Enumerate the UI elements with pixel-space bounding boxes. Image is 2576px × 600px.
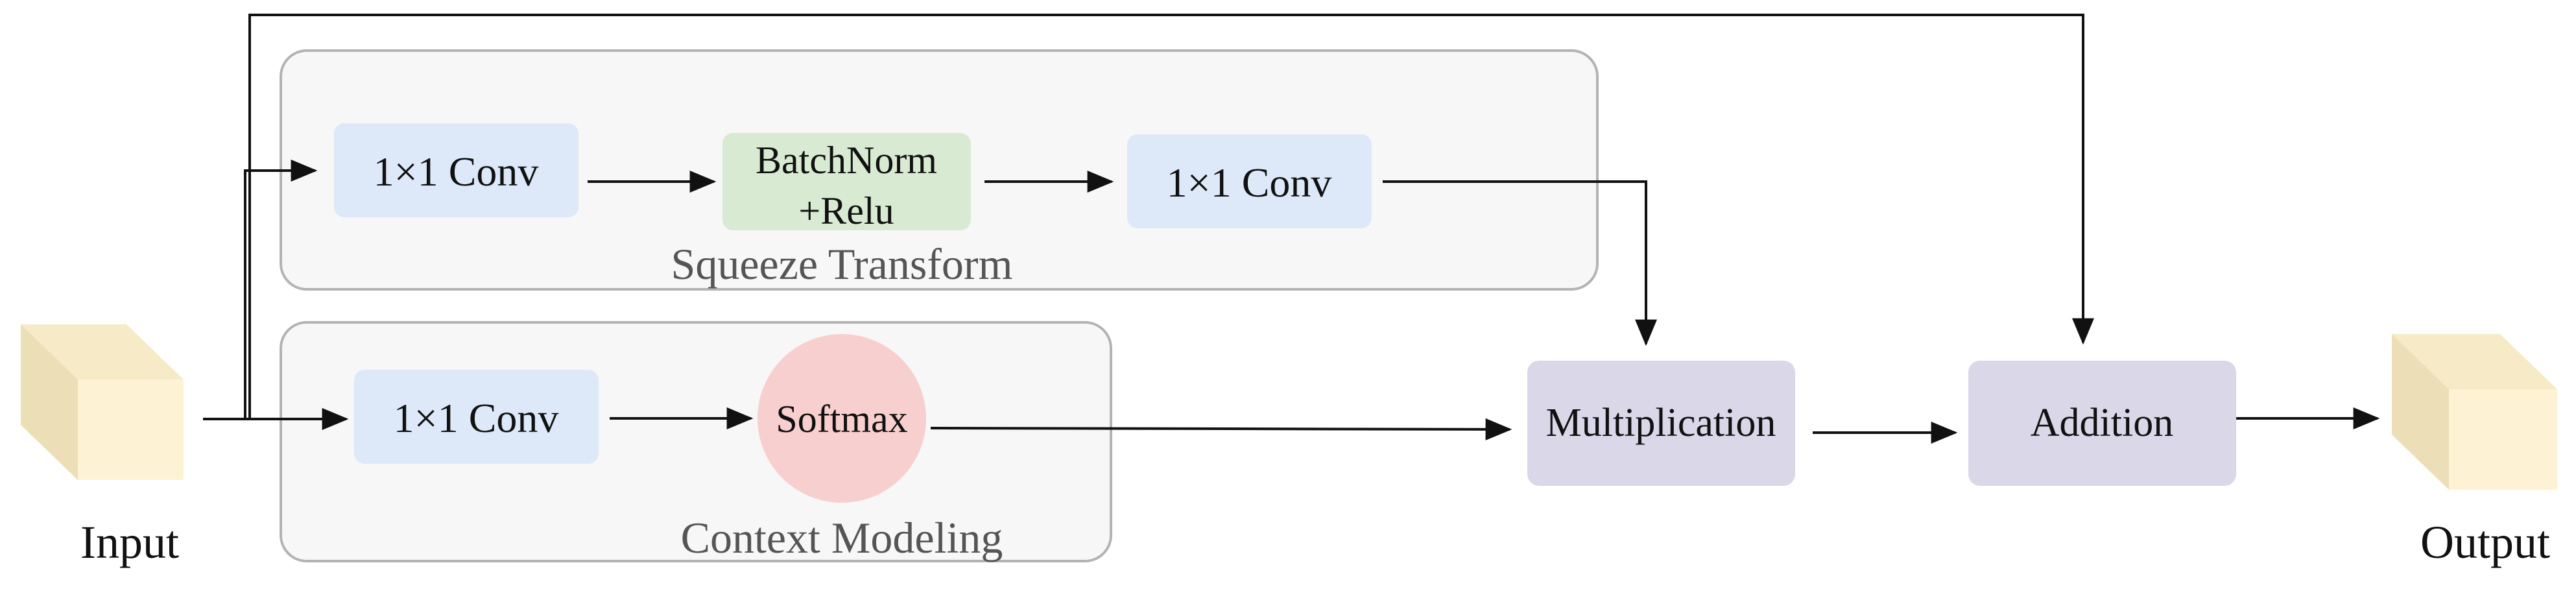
squeeze-conv2-label: 1×1 Conv bbox=[1167, 160, 1332, 206]
input-label: Input bbox=[80, 516, 179, 568]
addition-node bbox=[1968, 361, 2236, 486]
squeeze-conv1-node bbox=[334, 123, 578, 217]
connector-softmax-to-multiplication bbox=[930, 418, 1512, 440]
squeeze-conv2-node bbox=[1127, 134, 1372, 228]
batchnorm-label-line2: +Relu bbox=[798, 189, 894, 232]
connector-squeeze-conv2-to-multiplication bbox=[1383, 180, 1657, 346]
squeeze-transform-label: Squeeze Transform bbox=[671, 239, 1013, 289]
batchnorm-relu-node bbox=[722, 133, 971, 230]
multiplication-node bbox=[1527, 361, 1795, 486]
multiplication-label: Multiplication bbox=[1546, 401, 1776, 445]
addition-label: Addition bbox=[2031, 401, 2173, 445]
context-conv-node bbox=[354, 370, 599, 464]
connector-skip-to-addition bbox=[248, 14, 2094, 419]
context-modeling-label: Context Modeling bbox=[681, 513, 1003, 562]
context-conv-label: 1×1 Conv bbox=[394, 395, 559, 441]
batchnorm-label-line1: BatchNorm bbox=[756, 139, 937, 182]
input-cube bbox=[21, 324, 184, 480]
output-label: Output bbox=[2420, 516, 2550, 568]
softmax-label: Softmax bbox=[776, 398, 907, 440]
connector-branch-to-squeeze-conv bbox=[244, 160, 318, 419]
softmax-node bbox=[757, 334, 926, 503]
squeeze-conv1-label: 1×1 Conv bbox=[374, 149, 539, 195]
output-cube bbox=[2392, 334, 2557, 490]
